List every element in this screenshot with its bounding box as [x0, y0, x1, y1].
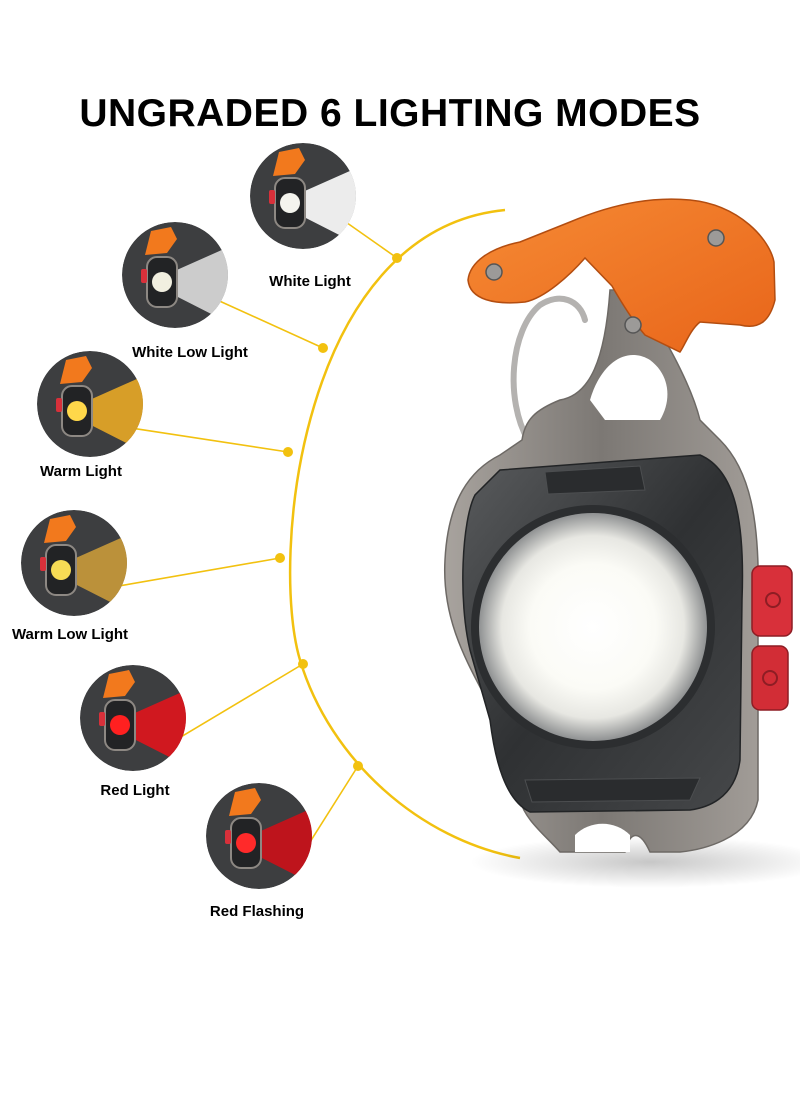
- mode-button-symbol-icon: [762, 670, 778, 686]
- connector-dot: [353, 761, 363, 771]
- light-beam: [170, 245, 228, 325]
- body-groove-top: [544, 465, 646, 495]
- cob-lens: [479, 513, 707, 741]
- carabiner-clip: [510, 295, 588, 443]
- mini-lens: [280, 193, 300, 213]
- thumb-content: [122, 222, 228, 328]
- power-button-symbol-icon: [765, 592, 781, 608]
- mini-lens: [67, 401, 87, 421]
- screw-icon: [624, 316, 642, 334]
- mode-thumbnail: [21, 510, 285, 616]
- mini-lens: [51, 560, 71, 580]
- light-beam: [254, 806, 312, 886]
- mini-lens: [236, 833, 256, 853]
- flashlight-product: [444, 198, 793, 853]
- mini-orange-grip: [103, 670, 135, 698]
- light-beam: [69, 533, 127, 613]
- thumb-content: [80, 665, 186, 771]
- thumb-content: [21, 510, 127, 616]
- leader-line: [214, 298, 324, 349]
- power-button: [751, 565, 793, 637]
- mini-side-button: [269, 190, 275, 204]
- leader-line: [172, 663, 304, 743]
- mode-label: Warm Low Light: [11, 626, 129, 643]
- mini-side-button: [99, 712, 105, 726]
- screw-icon: [485, 263, 503, 281]
- light-beam: [298, 166, 356, 246]
- leader-line: [113, 557, 281, 588]
- mode-label: Red Light: [100, 782, 170, 799]
- light-beam: [128, 688, 186, 768]
- mini-lens: [152, 272, 172, 292]
- leader-line: [129, 427, 289, 453]
- mini-orange-grip: [44, 515, 76, 543]
- body-groove-bottom: [524, 777, 701, 803]
- mode-button: [751, 645, 789, 711]
- mini-orange-grip: [145, 227, 177, 255]
- mini-orange-grip: [229, 788, 261, 816]
- mini-side-button: [225, 830, 231, 844]
- leader-line: [342, 219, 398, 259]
- bottle-opener-cutout: [590, 354, 668, 420]
- mini-lens: [110, 715, 130, 735]
- product-shadow: [470, 836, 800, 888]
- thumb-content: [250, 143, 356, 249]
- mini-orange-grip: [273, 148, 305, 176]
- mode-label: White Low Light: [132, 344, 248, 361]
- light-beam: [85, 374, 143, 454]
- page-title: UNGRADED 6 LIGHTING MODES: [79, 92, 701, 135]
- mode-label: White Light: [269, 273, 351, 290]
- mode-thumbnails: [21, 143, 402, 889]
- mode-thumbnail: [206, 761, 363, 889]
- connector-dot: [298, 659, 308, 669]
- orange-grip: [467, 198, 776, 353]
- connector-dot: [283, 447, 293, 457]
- mini-orange-grip: [60, 356, 92, 384]
- mini-side-button: [40, 557, 46, 571]
- mode-thumbnail: [122, 222, 328, 353]
- mode-label: Warm Light: [40, 463, 122, 480]
- mini-side-button: [141, 269, 147, 283]
- screw-icon: [707, 229, 725, 247]
- mini-side-button: [56, 398, 62, 412]
- connector-dot: [392, 253, 402, 263]
- mode-thumbnail: [37, 351, 293, 457]
- connector-dot: [275, 553, 285, 563]
- mode-thumbnail: [80, 659, 308, 771]
- mode-thumbnail: [250, 143, 402, 263]
- connector-dot: [318, 343, 328, 353]
- thumb-content: [37, 351, 143, 457]
- connector-arc: [288, 208, 521, 860]
- mode-label: Red Flashing: [209, 903, 305, 920]
- thumb-content: [206, 783, 312, 889]
- bottom-opener: [575, 823, 630, 852]
